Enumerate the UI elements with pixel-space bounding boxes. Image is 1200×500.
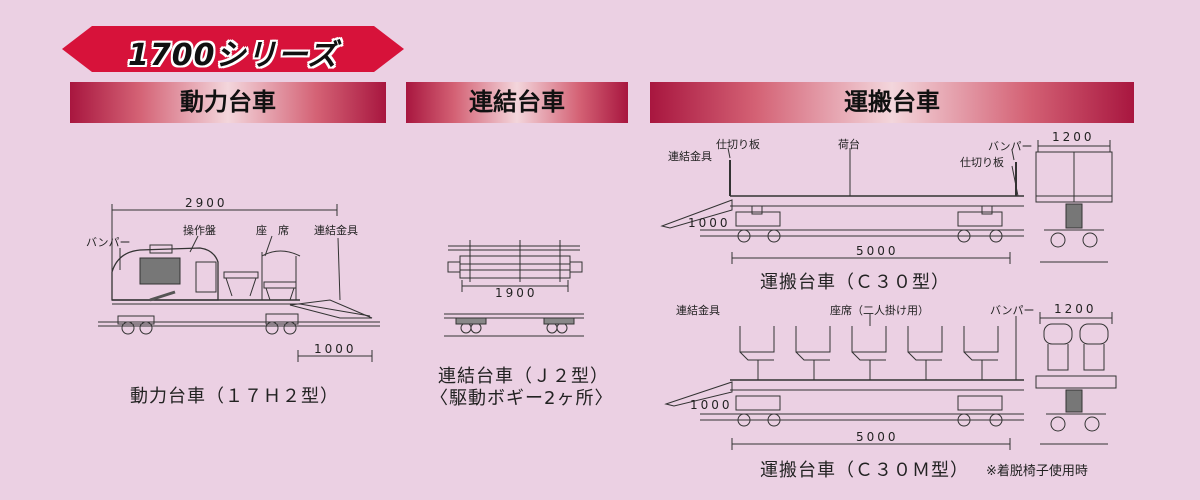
c30m-coupler-dim: 1000 — [690, 398, 733, 412]
section-transport-car: 運搬台車 — [650, 82, 1134, 123]
c30-partition-right-label: 仕切り板 — [960, 156, 1004, 169]
section-power-car: 動力台車 — [70, 82, 386, 123]
c30-caption: 運搬台車（Ｃ３０型） — [760, 272, 950, 293]
c30m-width-dim: 1200 — [1054, 302, 1097, 316]
series-title: 1700シリーズ — [128, 38, 338, 73]
c30-width-dim: 1200 — [1052, 130, 1095, 144]
coupling-car-drawing — [444, 240, 584, 337]
power-car-coupler-label: 連結金具 — [314, 224, 358, 237]
c30m-note: ※着脱椅子使用時 — [986, 464, 1088, 479]
c30-drawing — [660, 140, 1113, 264]
power-car-drawing — [98, 204, 380, 362]
power-car-bumper-label: バンパー — [86, 236, 131, 249]
c30m-length-dim: 5000 — [856, 430, 899, 444]
series-badge-arrow — [62, 26, 404, 72]
c30m-coupler-label: 連結金具 — [676, 304, 720, 317]
c30-length-dim: 5000 — [856, 244, 899, 258]
c30m-drawing — [664, 312, 1117, 450]
c30m-bumper-label: バンパー — [990, 304, 1035, 317]
c30m-seats — [739, 326, 999, 380]
series-badge: 1700シリーズ — [62, 26, 404, 73]
c30-coupler-label: 連結金具 — [668, 150, 712, 163]
coupling-car-length-dim: 1900 — [495, 286, 538, 300]
c30m-caption: 運搬台車（Ｃ３０Ｍ型） — [760, 460, 969, 481]
coupling-car-caption-line1: 連結台車（Ｊ２型） — [438, 366, 609, 387]
power-car-control-panel-label: 操作盤 — [183, 224, 216, 237]
c30-partition-left-label: 仕切り板 — [716, 138, 760, 151]
power-car-coupler-dim: 1000 — [314, 342, 357, 356]
section-coupling-car: 連結台車 — [406, 82, 628, 123]
c30m-seat-label: 座席（二人掛け用） — [830, 304, 929, 317]
coupling-car-caption-line2: 〈駆動ボギー2ヶ所〉 — [430, 388, 614, 409]
power-car-seat-label: 座 席 — [256, 224, 289, 237]
power-car-caption: 動力台車（１７Ｈ２型） — [130, 386, 339, 407]
c30-coupler-dim: 1000 — [688, 216, 731, 230]
c30-bumper-label: バンパー — [988, 140, 1033, 153]
c30-deck-label: 荷台 — [838, 138, 860, 151]
power-car-length-dim: 2900 — [185, 196, 228, 210]
